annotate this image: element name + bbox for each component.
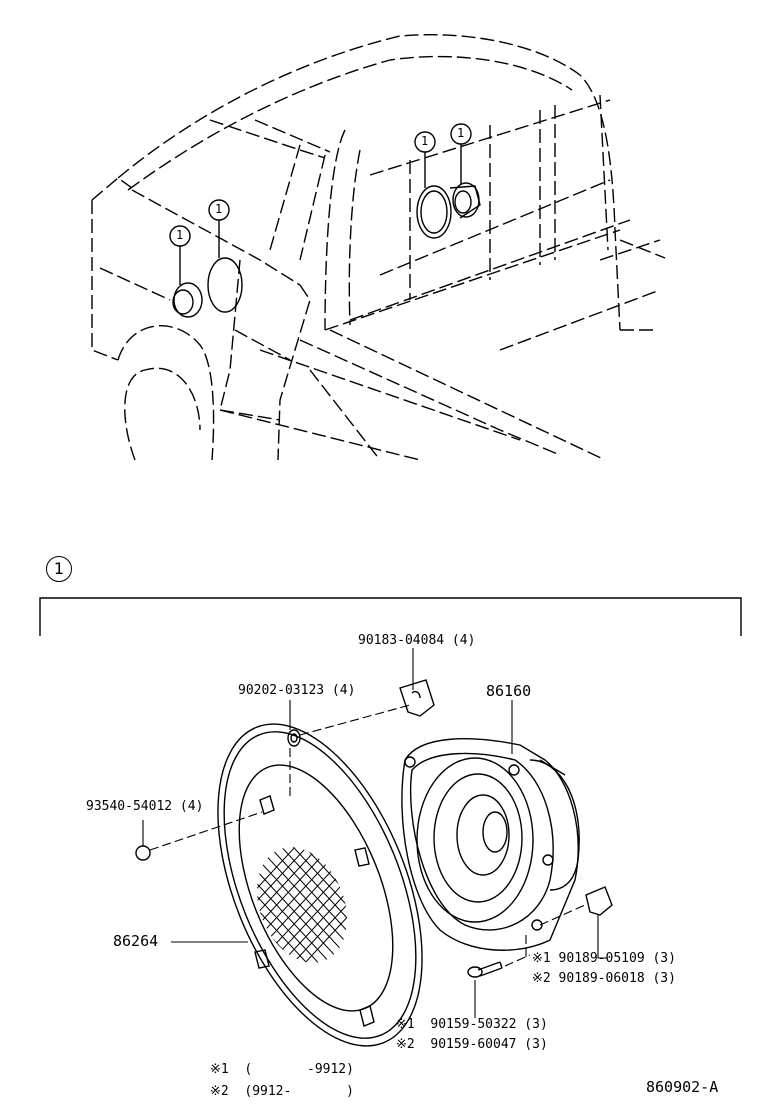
callout-number: 1 xyxy=(215,202,223,216)
section-marker: 1 xyxy=(46,556,72,582)
cab-speaker-markers xyxy=(169,123,481,318)
label-nut-b: ※2 90189-06018 (3) xyxy=(532,971,676,986)
speaker-grille-drawing xyxy=(217,723,423,1047)
vehicle-cab-outline xyxy=(91,33,666,461)
label-bolt-b: ※2 90159-60047 (3) xyxy=(396,1037,548,1052)
label-washer: 90202-03123 (4) xyxy=(238,683,356,698)
assembly-dashed-lines xyxy=(149,704,586,967)
callout-number: 1 xyxy=(457,126,465,140)
section-bracket xyxy=(39,597,742,636)
note-1: ※1 ( -9912) xyxy=(210,1062,354,1077)
label-nut-a: ※1 90189-05109 (3) xyxy=(532,951,676,966)
label-grille: 86264 xyxy=(113,932,159,950)
callout-number: 1 xyxy=(421,134,429,148)
diagram-id: 860902-A xyxy=(646,1078,719,1096)
speaker-unit-drawing xyxy=(401,738,580,951)
note-2: ※2 (9912- ) xyxy=(210,1084,354,1099)
label-screw-top: 90183-04084 (4) xyxy=(358,633,476,648)
callout-number: 1 xyxy=(176,228,184,242)
small-parts xyxy=(135,679,613,978)
grille-mesh xyxy=(240,833,364,977)
label-nut-clip: 93540-54012 (4) xyxy=(86,799,204,814)
label-speaker: 86160 xyxy=(486,682,532,700)
label-bolt-a: ※1 90159-50322 (3) xyxy=(396,1017,548,1032)
leader-lines xyxy=(142,648,608,1018)
